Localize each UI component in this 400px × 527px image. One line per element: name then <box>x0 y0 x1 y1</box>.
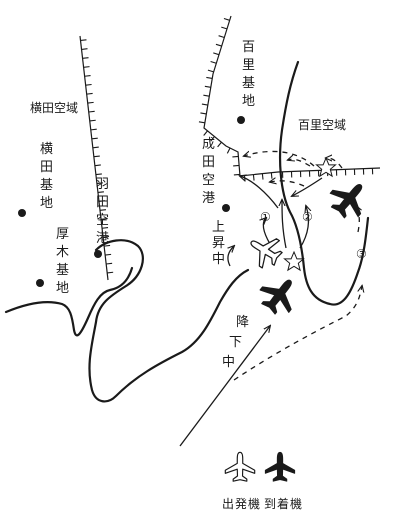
yokota-base-dot <box>18 209 26 217</box>
hyakuri-airspace-boundary <box>198 15 381 182</box>
bay-coastline <box>88 239 250 403</box>
narita-airport-dot <box>222 204 230 212</box>
departure-routes <box>228 176 323 267</box>
fix-star-north <box>315 156 337 178</box>
yokota-airspace-boundary <box>79 35 114 281</box>
haneda-airport-dot <box>94 250 102 258</box>
route-number-1: ① <box>260 210 271 224</box>
descending-label: 降下中 <box>222 315 249 370</box>
descent-approach-line <box>179 326 270 447</box>
arriving-plane-icon-east <box>323 172 376 225</box>
legend-arrival-plane-icon <box>264 451 296 482</box>
legend-departure-label: 出発機 <box>222 496 261 511</box>
legend-departure-plane-icon <box>224 451 256 482</box>
hyakuri-airspace-label: 百里空域 <box>298 118 346 132</box>
haneda-airport-label: 羽田空港 <box>96 177 109 246</box>
climbing-label: 上昇中 <box>212 220 225 267</box>
legend-arrival-label: 到着機 <box>264 496 303 511</box>
route-number-2: ② <box>302 210 313 224</box>
atsugi-base-dot <box>36 279 44 287</box>
east-coastline <box>278 60 370 306</box>
arriving-plane-icon-approach <box>253 268 306 321</box>
west-coastline <box>4 266 134 337</box>
route-fix-markers <box>283 156 337 272</box>
hyakuri-base-dot <box>237 116 245 124</box>
fix-star-south <box>283 250 305 272</box>
yokota-base-label: 横田基地 <box>40 142 53 211</box>
airport-markers <box>18 116 245 287</box>
narita-airport-label: 成田空港 <box>202 137 215 206</box>
route-number-3: ③ <box>356 247 367 261</box>
departing-plane-icon <box>242 227 288 274</box>
atsugi-base-label: 厚木基地 <box>56 227 69 296</box>
yokota-airspace-label: 横田空域 <box>30 101 78 115</box>
hyakuri-base-label: 百里基地 <box>242 40 255 109</box>
